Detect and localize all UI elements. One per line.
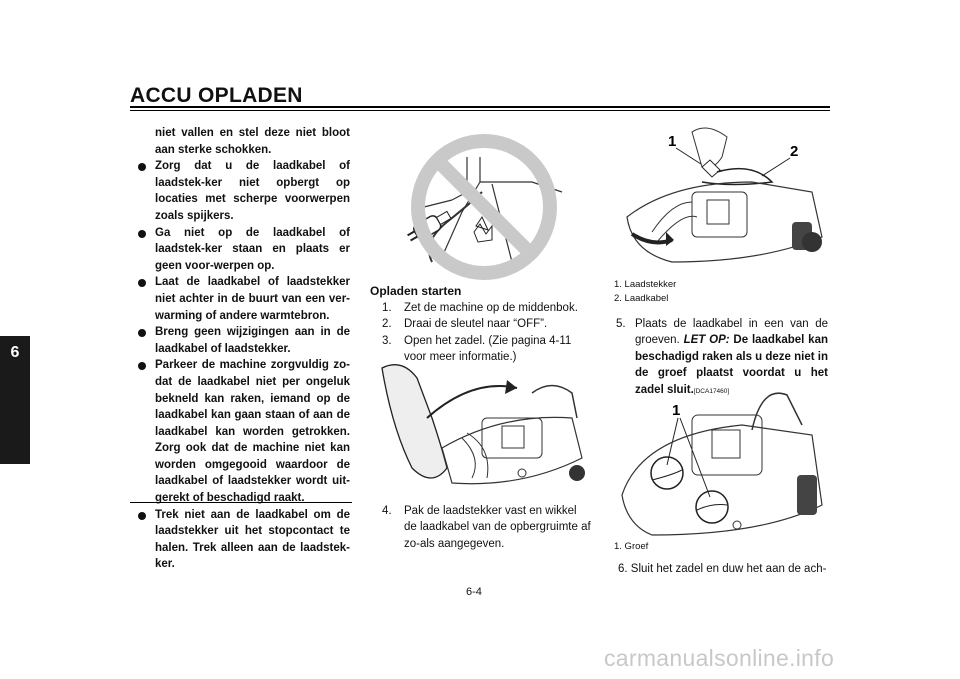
notice-text: De laadkabel kan beschadigd raken als u …: [635, 334, 829, 396]
warning-item: Trek niet aan de laadkabel om de laadste…: [135, 507, 350, 573]
watermark: carmanualsonline.info: [604, 645, 835, 671]
notice-label: LET OP:: [683, 334, 730, 347]
page-number: 6-4: [466, 586, 482, 598]
step-item: 2.Draai de sleutel naar “OFF”.: [382, 318, 548, 331]
groove-figure: 1: [621, 392, 823, 536]
warning-column: niet vallen en stel deze niet bloot aan …: [135, 125, 350, 573]
bullet-icon: [138, 279, 146, 288]
bullet-icon: [138, 229, 146, 238]
warning-item: Zorg dat u de laadkabel of laadstek-ker …: [135, 158, 350, 224]
steps-list-continued: 4.Pak de laadstekker vast en wikkel de l…: [382, 503, 592, 552]
section-heading: Opladen starten: [370, 284, 462, 298]
header-rule: [130, 106, 830, 108]
warning-item: Parkeer de machine zorgvuldig zo-dat de …: [135, 357, 350, 506]
bullet-icon: [138, 163, 146, 172]
callout-groove: 1: [672, 402, 680, 419]
warning-item: Breng geen wijzigingen aan in de laadkab…: [135, 324, 350, 357]
open-seat-figure: [381, 364, 585, 485]
prohibited-plug-figure: [407, 134, 563, 280]
step-item: 3.Open het zadel. (Zie pagina 4-11 voor …: [382, 334, 572, 364]
callout-1: 1: [668, 133, 676, 150]
figure-caption-groove: 1. Groef: [614, 541, 649, 552]
bullet-icon: [138, 329, 146, 338]
callout-2: 2: [790, 143, 798, 160]
page-title: ACCU OPLADEN: [130, 84, 303, 107]
step-item-6: 6. Sluit het zadel en duw het aan de ach…: [618, 563, 827, 575]
step-item-5: 5. Plaats de laadkabel in een van de gro…: [616, 318, 829, 396]
chapter-tab: 6: [0, 336, 30, 464]
bullet-icon: [138, 362, 146, 371]
figure-caption: 1. Laadstekker 2. Laadkabel: [614, 279, 677, 304]
warning-intro: niet vallen en stel deze niet bloot aan …: [155, 127, 350, 156]
warning-item: Laat de laadkabel of laadstekker niet ac…: [135, 274, 350, 324]
header-rule-thin: [130, 110, 830, 111]
notice-code: [DCA17460]: [693, 387, 730, 395]
step-item: 4.Pak de laadstekker vast en wikkel de l…: [382, 505, 591, 550]
warning-end-rule: [130, 502, 352, 503]
warning-item: Ga niet op de laadkabel of laadstek-ker …: [135, 225, 350, 275]
charging-plug-figure: 1 2: [626, 127, 823, 263]
steps-list: 1.Zet de machine op de middenbok. 2.Draa…: [382, 300, 592, 366]
bullet-icon: [138, 511, 146, 520]
step-item: 1.Zet de machine op de middenbok.: [382, 302, 578, 314]
warning-list: Zorg dat u de laadkabel of laadstek-ker …: [135, 158, 350, 573]
